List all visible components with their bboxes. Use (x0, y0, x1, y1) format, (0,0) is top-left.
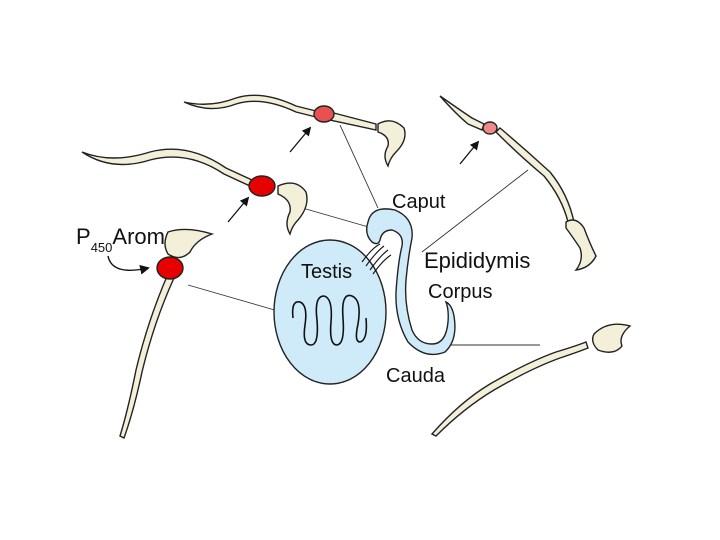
p450-stain-strong (248, 175, 276, 197)
sperm-tail (439, 95, 485, 131)
sperm-midpiece (329, 111, 377, 131)
sperm-head (591, 323, 632, 353)
sperm-head (565, 219, 597, 271)
sperm-cauda (430, 323, 632, 437)
sperm-tail (81, 148, 253, 187)
sperm-caput-top (183, 94, 406, 168)
epididymis-duct (365, 208, 456, 356)
p450-arom-text: P450Arom (76, 224, 165, 255)
p450-pointer-arrow (107, 255, 150, 275)
sperm-testis-left (119, 228, 215, 439)
testis-body (273, 239, 387, 385)
sperm-head (277, 182, 308, 236)
corpus-label: Corpus (428, 281, 492, 303)
arrow-top-sperm (289, 126, 312, 153)
p450-suffix: Arom (112, 224, 165, 249)
testis: Testis (273, 239, 392, 385)
leader-right-sperm-to-corpus (421, 169, 529, 253)
p450-stain-strong (156, 256, 184, 280)
sperm-corpus-right (439, 95, 597, 271)
sperm-caput-middle (81, 148, 308, 236)
sperm-tail (430, 341, 589, 437)
sperm-midpiece (495, 127, 575, 223)
sperm-head (164, 228, 215, 259)
caput-label: Caput (392, 191, 446, 213)
testis-label: Testis (301, 261, 352, 283)
p450-stain-weak (482, 121, 498, 135)
p450-stain-medium (313, 105, 335, 123)
arrow-middle-sperm (227, 196, 250, 223)
p450-arom-label: P450Arom (76, 224, 165, 275)
leader-top-sperm-to-caput (339, 124, 379, 209)
sperm-head (377, 120, 406, 168)
seminiferous-tubules (291, 294, 368, 346)
epididymis: Caput Epididymis Corpus Cauda (365, 191, 530, 387)
arrow-right-sperm (459, 140, 480, 165)
cauda-label: Cauda (386, 365, 446, 387)
p450-main: P (76, 224, 91, 249)
efferent-ducts (361, 243, 392, 275)
sperm-tail (119, 272, 175, 439)
epididymis-label: Epididymis (424, 248, 530, 273)
p450-subscript: 450 (91, 240, 113, 255)
sperm-tail (183, 94, 321, 119)
